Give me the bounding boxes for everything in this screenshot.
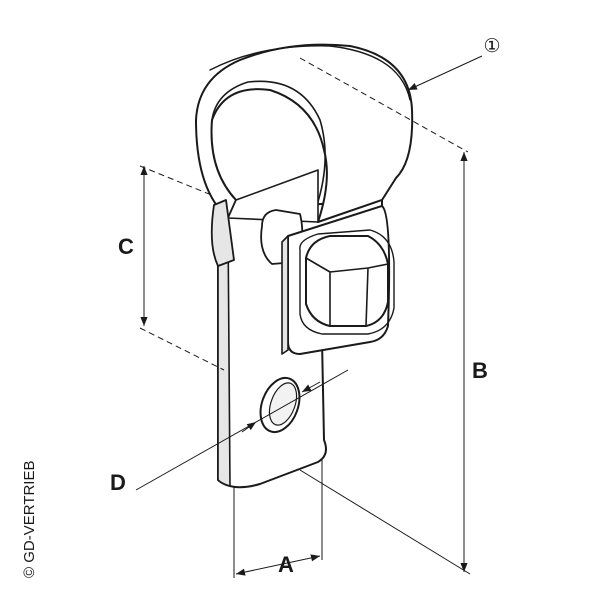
clamp-band-top-edge bbox=[209, 45, 411, 101]
clamp-band bbox=[195, 43, 414, 223]
dimension-line-d bbox=[135, 369, 349, 491]
hex-bolt-head bbox=[305, 235, 389, 327]
callout-leader bbox=[407, 55, 483, 91]
dimension-line-a bbox=[235, 554, 321, 576]
plate-edge bbox=[217, 219, 231, 487]
label-b: B bbox=[472, 358, 488, 383]
hex-bolt-facets bbox=[305, 257, 389, 327]
label-d: D bbox=[110, 470, 126, 495]
clamp-band-inner-edge bbox=[211, 80, 326, 209]
front-plate-edge bbox=[281, 235, 289, 355]
copyright-text: © GD-VERTRIEB bbox=[21, 461, 38, 578]
label-c: C bbox=[118, 234, 134, 259]
back-nut bbox=[210, 199, 235, 267]
callout-marker: ① bbox=[483, 36, 500, 57]
label-a: A bbox=[278, 552, 294, 577]
mounting-hole-inner bbox=[268, 382, 298, 426]
bolt-washer bbox=[299, 229, 395, 335]
